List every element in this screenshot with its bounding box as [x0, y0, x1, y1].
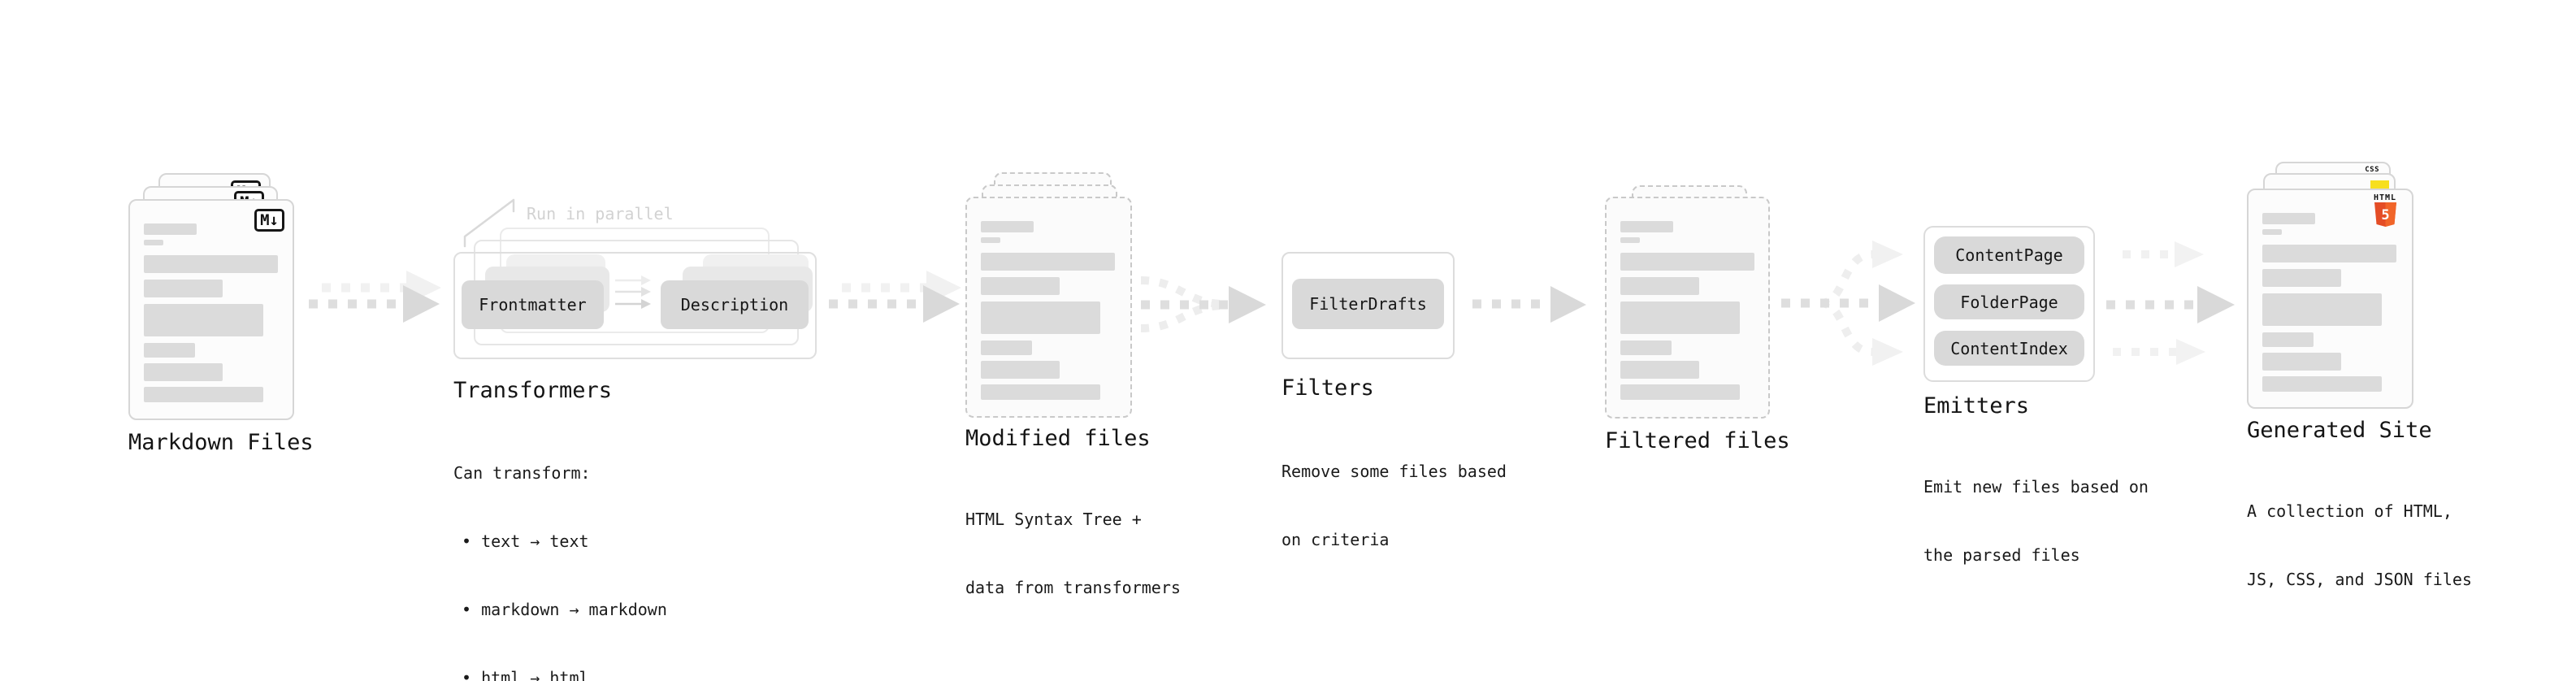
- generated-site-description: A collection of HTML, JS, CSS, and JSON …: [2247, 454, 2472, 636]
- description-line: the parsed files: [1923, 545, 2080, 565]
- markdown-icon: M↓: [254, 209, 284, 232]
- placeholder-bar: [2262, 293, 2382, 326]
- file-content-placeholder: [130, 201, 293, 402]
- placeholder-bar: [1620, 253, 1754, 271]
- description-line: • html → html: [462, 668, 589, 681]
- placeholder-bar: [2262, 353, 2341, 371]
- description-line: Remove some files based: [1281, 462, 1507, 481]
- js-icon: [2370, 180, 2389, 189]
- filters-frame: [1281, 252, 1455, 359]
- pill-contentpage: ContentPage: [1934, 236, 2084, 274]
- placeholder-bar: [2262, 332, 2314, 347]
- pill-contentindex: ContentIndex: [1934, 331, 2084, 366]
- transformers-description: Can transform: • text → text • markdown …: [453, 416, 667, 681]
- html5-shield: 5: [2374, 202, 2396, 227]
- placeholder-bar: [2262, 245, 2396, 262]
- emitters-frame: [1923, 226, 2095, 382]
- html5-icon-word: HTML: [2373, 193, 2397, 202]
- placeholder-bar: [2262, 376, 2382, 392]
- stage-label-filters: Filters: [1281, 375, 1374, 401]
- arrow-filtered-to-emitters: [1781, 241, 1915, 366]
- stage-label-generated-site: Generated Site: [2247, 418, 2432, 443]
- placeholder-bar: [1620, 277, 1699, 295]
- stage-label-markdown-files: Markdown Files: [128, 430, 314, 455]
- description-line: • text → text: [462, 531, 589, 551]
- transformer-frame-front: [453, 252, 817, 359]
- placeholder-bar: [981, 237, 1000, 243]
- placeholder-bar: [1620, 301, 1740, 334]
- description-line: Emit new files based on: [1923, 477, 2149, 497]
- run-in-parallel-note: Run in parallel: [527, 204, 674, 223]
- placeholder-bar: [981, 301, 1100, 334]
- placeholder-bar: [2262, 269, 2341, 287]
- placeholder-bar: [144, 223, 197, 235]
- description-line: data from transformers: [965, 578, 1181, 597]
- description-line: A collection of HTML,: [2247, 501, 2452, 521]
- description-line: HTML Syntax Tree +: [965, 510, 1142, 529]
- placeholder-bar: [144, 240, 163, 245]
- placeholder-bar: [981, 253, 1115, 271]
- html-file-card: HTML 5: [2247, 189, 2413, 409]
- placeholder-bar: [981, 221, 1034, 232]
- placeholder-bar: [981, 277, 1060, 295]
- file-content-placeholder: [967, 198, 1130, 400]
- arrow-filters-to-filtered: [1472, 286, 1586, 323]
- filtered-file-card-front: [1605, 197, 1770, 419]
- modified-file-card-front: [965, 197, 1132, 418]
- placeholder-bar: [144, 363, 223, 381]
- description-line: • markdown → markdown: [462, 600, 667, 619]
- arrow-markdown-to-transformers: [309, 271, 441, 323]
- modified-files-description: HTML Syntax Tree + data from transformer…: [965, 462, 1181, 644]
- html5-icon: HTML 5: [2369, 193, 2401, 230]
- placeholder-bar: [144, 304, 263, 336]
- description-line: Can transform:: [453, 463, 591, 483]
- stage-label-filtered-files: Filtered files: [1605, 428, 1790, 453]
- svg-text:5: 5: [2381, 207, 2389, 223]
- placeholder-bar: [1620, 384, 1740, 400]
- filters-description: Remove some files based on criteria: [1281, 414, 1507, 596]
- placeholder-bar: [1620, 221, 1673, 232]
- stage-label-transformers: Transformers: [453, 378, 613, 403]
- placeholder-bar: [144, 343, 195, 358]
- file-content-placeholder: [2249, 190, 2412, 392]
- placeholder-bar: [981, 361, 1060, 379]
- description-line: on criteria: [1281, 530, 1390, 549]
- arrow-emitters-to-generated: [2106, 241, 2235, 365]
- pill-folderpage: FolderPage: [1934, 284, 2084, 319]
- markdown-file-card-front: M↓: [128, 199, 294, 420]
- description-line: JS, CSS, and JSON files: [2247, 570, 2472, 589]
- pill-filterdrafts: FilterDrafts: [1292, 279, 1444, 329]
- stage-label-modified-files: Modified files: [965, 426, 1151, 451]
- placeholder-bar: [2262, 229, 2282, 235]
- placeholder-bar: [1620, 361, 1699, 379]
- emitters-description: Emit new files based on the parsed files: [1923, 430, 2149, 612]
- pill-frontmatter: Frontmatter: [462, 280, 604, 329]
- placeholder-bar: [1620, 237, 1640, 243]
- placeholder-bar: [2262, 213, 2315, 224]
- arrow-transformers-to-modified: [829, 271, 961, 323]
- placeholder-bar: [1620, 340, 1672, 355]
- placeholder-bar: [144, 387, 263, 402]
- file-content-placeholder: [1607, 198, 1768, 400]
- placeholder-bar: [981, 340, 1032, 355]
- stage-label-emitters: Emitters: [1923, 393, 2030, 419]
- arrow-modified-to-filters: [1140, 276, 1266, 332]
- placeholder-bar: [144, 255, 278, 273]
- placeholder-bar: [144, 280, 223, 297]
- placeholder-bar: [981, 384, 1100, 400]
- pill-description: Description: [661, 280, 809, 329]
